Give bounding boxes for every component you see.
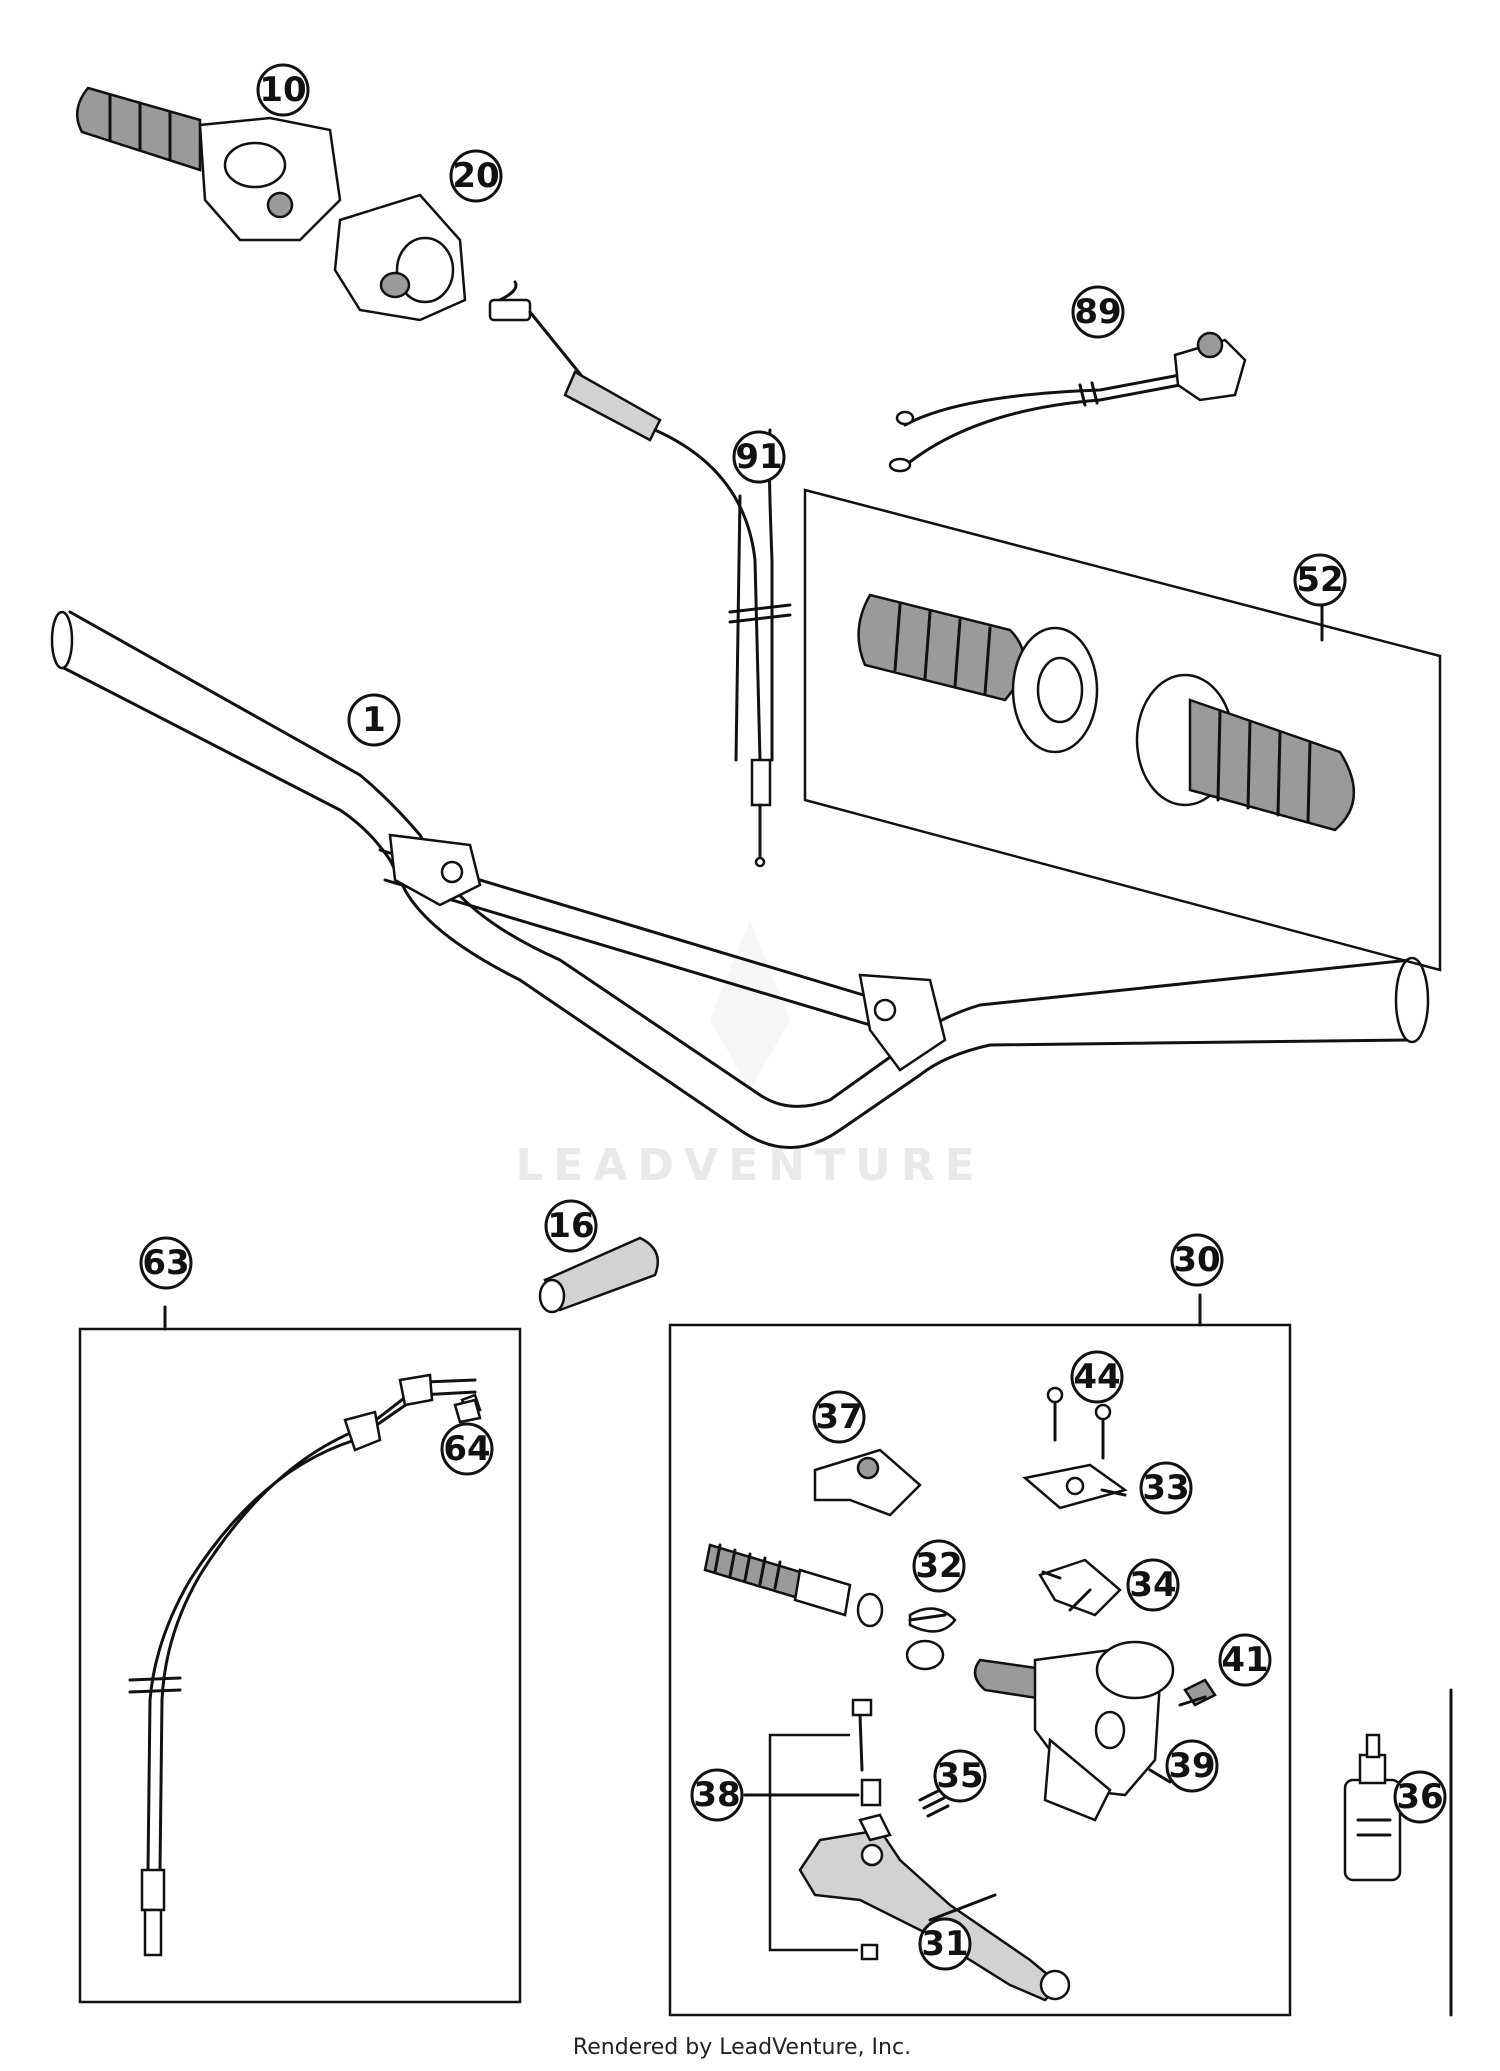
svg-text:41: 41 <box>1221 1640 1268 1680</box>
svg-text:10: 10 <box>259 70 306 110</box>
callout-20: 20 <box>449 149 503 203</box>
callout-63: 63 <box>139 1236 193 1290</box>
callout-89: 89 <box>1071 285 1125 339</box>
callout-16: 16 <box>544 1199 598 1253</box>
watermark-text: LEADVENTURE <box>515 1140 984 1191</box>
svg-text:20: 20 <box>452 156 499 196</box>
svg-text:44: 44 <box>1073 1357 1120 1397</box>
callout-39: 39 <box>1165 1739 1219 1793</box>
svg-text:89: 89 <box>1074 292 1121 332</box>
callout-41: 41 <box>1218 1633 1272 1687</box>
svg-text:30: 30 <box>1173 1240 1220 1280</box>
svg-text:39: 39 <box>1168 1746 1215 1786</box>
part-grips-set <box>803 488 1442 972</box>
callout-64: 64 <box>440 1422 494 1476</box>
svg-text:91: 91 <box>735 437 782 477</box>
svg-text:36: 36 <box>1396 1777 1443 1817</box>
svg-text:33: 33 <box>1142 1468 1189 1508</box>
callout-32: 32 <box>912 1539 966 1593</box>
svg-text:32: 32 <box>915 1546 962 1586</box>
callout-37: 37 <box>812 1390 866 1444</box>
footer-credit: Rendered by LeadVenture, Inc. <box>573 2035 911 2060</box>
callout-36: 36 <box>1393 1770 1447 1824</box>
svg-text:16: 16 <box>547 1206 594 1246</box>
part-clutch-master-set <box>668 1293 1292 2017</box>
svg-text:37: 37 <box>815 1397 862 1437</box>
part-bar-end-plug <box>538 1236 660 1314</box>
svg-text:34: 34 <box>1129 1565 1176 1605</box>
leader-lines <box>734 494 1207 1922</box>
callout-34: 34 <box>1126 1558 1180 1612</box>
part-throttle-housing <box>333 193 467 322</box>
svg-text:63: 63 <box>142 1243 189 1283</box>
part-throttle-cable <box>488 280 792 868</box>
svg-text:35: 35 <box>936 1756 983 1796</box>
watermark-logo <box>710 920 790 1090</box>
callout-91: 91 <box>732 430 786 484</box>
part-handlebar <box>50 610 1430 1149</box>
part-cable-nut <box>453 1398 482 1424</box>
callout-44: 44 <box>1070 1350 1124 1404</box>
part-kill-switch <box>888 331 1247 473</box>
callout-1: 1 <box>347 693 401 747</box>
svg-text:38: 38 <box>693 1775 740 1815</box>
svg-text:64: 64 <box>443 1429 490 1469</box>
svg-text:52: 52 <box>1296 560 1343 600</box>
svg-text:31: 31 <box>921 1924 968 1964</box>
svg-text:1: 1 <box>362 700 386 740</box>
part-hydraulic-oil-bottle <box>1343 1688 1453 2017</box>
callout-30: 30 <box>1170 1233 1224 1287</box>
callout-35: 35 <box>933 1749 987 1803</box>
callout-31: 31 <box>918 1917 972 1971</box>
callout-33: 33 <box>1139 1461 1193 1515</box>
callout-52: 52 <box>1293 553 1347 607</box>
callout-10: 10 <box>256 63 310 117</box>
part-throttle-grip <box>75 86 342 242</box>
callout-38: 38 <box>690 1768 744 1822</box>
part-clutch-cable <box>78 1305 522 2004</box>
